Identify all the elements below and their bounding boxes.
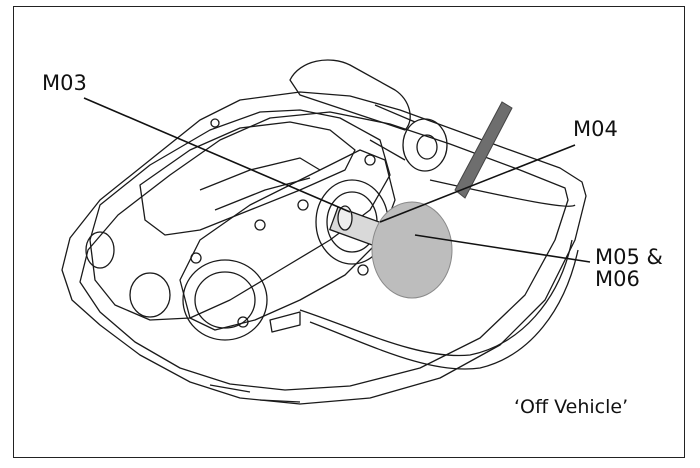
wrench-handle [454,101,513,199]
carrier-slot [269,311,301,333]
left-piston-inner [194,271,256,329]
carrier-arc-inner [309,249,579,370]
leader-m03 [83,97,351,213]
carrier-slot-2 [209,384,301,403]
housing-body [89,109,391,321]
housing-top [139,121,356,236]
guide-pin-top-end-inner [416,134,438,160]
left-piston-face [182,259,268,341]
guide-pin-top-body [369,104,416,161]
label-m04: M04 [573,117,618,141]
label-m05-m06: M05 & M06 [595,246,663,290]
label-m05-line1: M05 & [595,245,663,269]
lower-pin-end [129,272,171,318]
label-m05-line2: M06 [595,267,640,292]
leader-m05 [414,234,591,263]
housing-detail [199,157,321,211]
carrier-inner-edge [79,111,569,391]
leader-m04 [379,144,576,223]
socket-tool-disc [371,201,453,299]
off-vehicle-caption: ‘Off Vehicle’ [514,396,629,418]
label-m03: M03 [42,71,87,95]
carrier-outline [61,91,587,405]
guide-pin-top-end [402,118,448,172]
side-pin-end [85,231,115,269]
guide-pin-top [289,59,411,131]
